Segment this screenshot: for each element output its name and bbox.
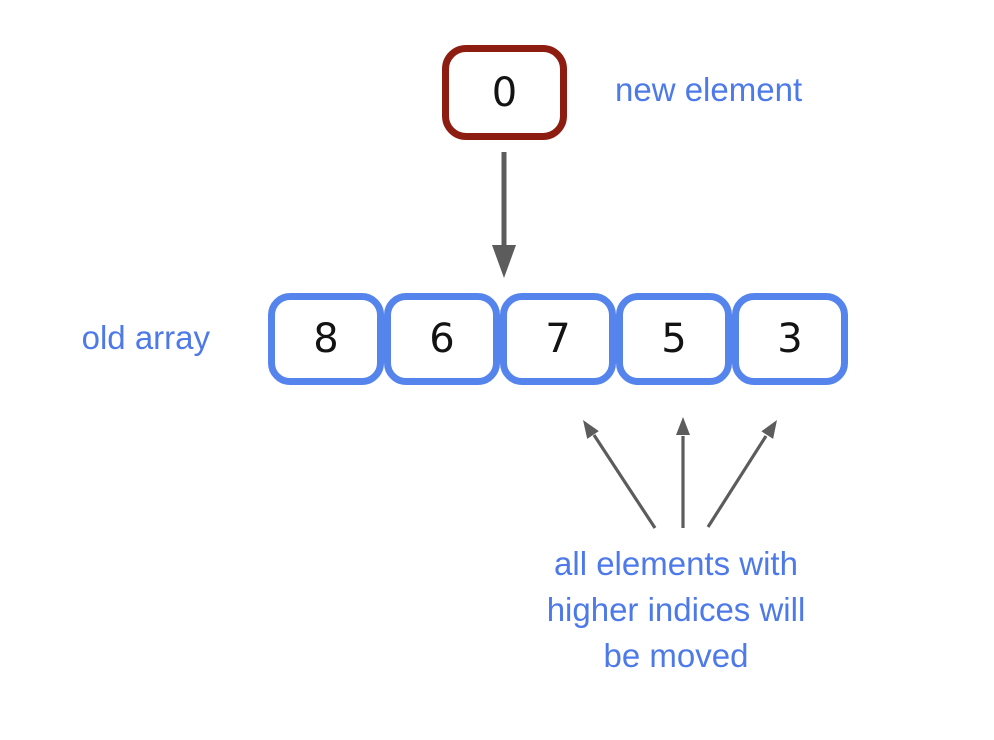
old-array-label: old array — [81, 319, 210, 356]
annotation-line-2: higher indices will — [546, 591, 806, 628]
shift-arrow-middle-icon — [676, 417, 690, 528]
new-element-value: 0 — [491, 69, 518, 116]
array-cell-value: 5 — [661, 316, 687, 362]
array-cell-value: 7 — [545, 316, 571, 362]
insert-arrow-down-icon — [492, 152, 516, 278]
array-cell-1: 6 — [384, 293, 500, 385]
shift-arrow-left-icon — [583, 420, 657, 529]
array-cell-2: 7 — [500, 293, 616, 385]
new-element-box: 0 — [442, 45, 567, 140]
old-array-row: 8 6 7 5 3 — [268, 293, 848, 385]
shift-arrow-head — [676, 417, 690, 435]
array-cell-0: 8 — [268, 293, 384, 385]
new-element-label: new element — [615, 71, 803, 108]
insert-arrow-head — [492, 245, 516, 278]
annotation-line-3: be moved — [603, 637, 749, 674]
array-cell-4: 3 — [732, 293, 848, 385]
array-cell-value: 8 — [313, 316, 339, 362]
annotation-line-1: all elements with — [554, 545, 798, 582]
array-cell-value: 3 — [777, 316, 803, 362]
shift-arrow-shaft — [706, 435, 768, 528]
shift-arrow-head — [583, 420, 599, 439]
annotation-text: all elements with higher indices will be… — [476, 541, 876, 679]
shift-arrow-shaft — [592, 434, 657, 529]
shift-arrow-right-icon — [706, 420, 777, 528]
array-cell-value: 6 — [429, 316, 455, 362]
shift-arrow-head — [761, 420, 777, 439]
array-cell-3: 5 — [616, 293, 732, 385]
